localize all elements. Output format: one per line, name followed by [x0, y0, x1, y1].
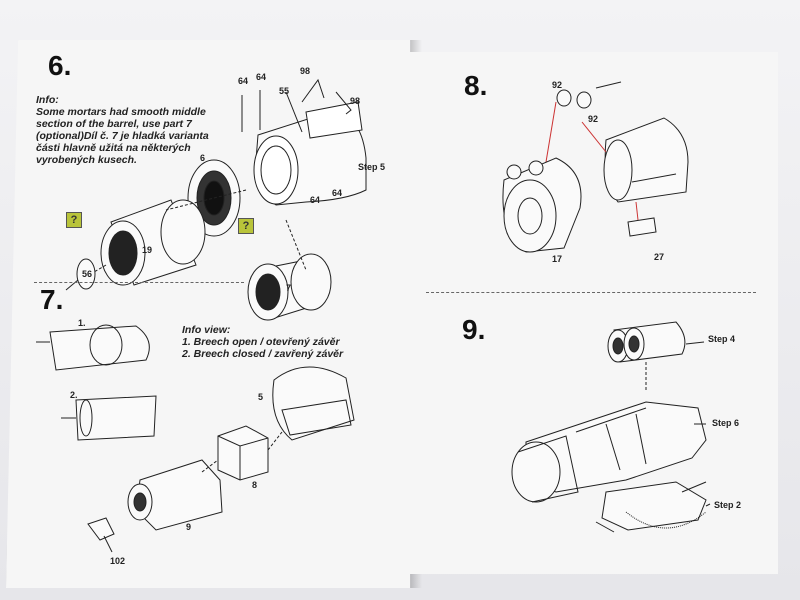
section-divider — [34, 282, 244, 283]
part-label-17: 17 — [552, 254, 563, 264]
part-label-6: 6 — [200, 153, 206, 163]
part-label-7: 7 — [286, 283, 292, 293]
part-label-9: 9 — [186, 522, 192, 532]
info-line: 2. Breech closed / zavřený závěr — [182, 348, 344, 360]
part-label-55: 55 — [279, 86, 290, 96]
view-label-1: 1. — [78, 318, 86, 328]
left-page: 6. Info: Some mortars had smooth middle … — [6, 40, 410, 588]
step-8-number: 8. — [464, 70, 488, 101]
part-label-98: 98 — [350, 96, 361, 106]
step-4-reference: Step 4 — [708, 334, 736, 344]
info-line: section of the barrel, use part 7 — [36, 118, 192, 130]
info-line: (optional)Díl č. 7 je hladká varianta — [36, 130, 209, 142]
step-6-diagram — [65, 78, 367, 321]
part-label-92: 92 — [552, 80, 563, 90]
step-6-reference: Step 6 — [712, 418, 740, 428]
step-5-reference: Step 5 — [358, 162, 386, 172]
info-title: Info view: — [182, 324, 231, 336]
right-page: 8. 92 92 17 27 9. — [406, 52, 778, 574]
step-9-diagram — [511, 321, 711, 533]
part-label-5: 5 — [258, 392, 264, 402]
info-title: Info: — [36, 94, 59, 106]
part-label-64: 64 — [238, 76, 249, 86]
info-line: 1. Breech open / otevřený závěr — [182, 336, 340, 348]
info-line: části hlavně užitá na některých — [36, 142, 191, 154]
part-label-64: 64 — [310, 195, 321, 205]
part-label-98: 98 — [300, 66, 311, 76]
info-line: Some mortars had smooth middle — [36, 106, 206, 118]
view-label-2: 2. — [70, 390, 78, 400]
step-6-number: 6. — [48, 50, 72, 81]
optional-part-marker: ? — [66, 212, 82, 228]
step-7-info: Info view: 1. Breech open / otevřený záv… — [182, 324, 372, 360]
step-7-number: 7. — [40, 284, 64, 315]
part-label-8: 8 — [252, 480, 258, 490]
step-6-info: Info: Some mortars had smooth middle sec… — [36, 94, 226, 166]
info-line: vyrobených kusech. — [36, 154, 137, 166]
part-label-56: 56 — [82, 269, 93, 279]
step-8-diagram — [502, 81, 689, 253]
step-9-number: 9. — [462, 314, 486, 345]
part-label-19: 19 — [142, 245, 153, 255]
step-7-diagram — [36, 324, 355, 553]
step-2-reference: Step 2 — [714, 500, 742, 510]
part-label-27: 27 — [654, 252, 665, 262]
optional-part-marker: ? — [238, 218, 254, 234]
part-label-92: 92 — [588, 114, 599, 124]
part-label-64: 64 — [256, 72, 267, 82]
part-label-64: 64 — [332, 188, 343, 198]
section-divider — [426, 292, 756, 293]
part-label-102: 102 — [110, 556, 126, 566]
